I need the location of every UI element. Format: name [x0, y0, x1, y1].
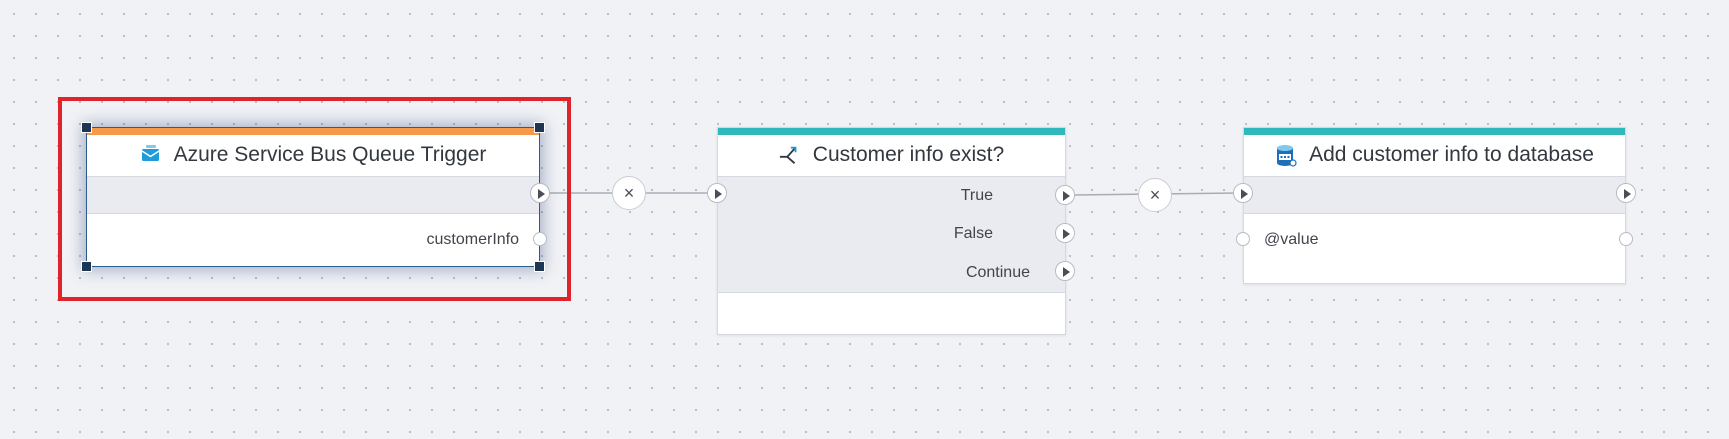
database-node-title: Add customer info to database [1309, 143, 1594, 166]
trigger-node[interactable]: Azure Service Bus Queue Trigger customer… [86, 127, 540, 267]
resize-handle-bottom-right[interactable] [534, 261, 545, 272]
sql-database-icon [1275, 144, 1297, 167]
trigger-flow-out-port[interactable] [530, 183, 550, 203]
database-input-label: @value [1264, 231, 1319, 248]
condition-branches-band [718, 176, 1065, 293]
branch-true-port[interactable] [1055, 185, 1075, 205]
remove-connection-button[interactable]: × [1138, 178, 1172, 212]
resize-handle-bottom-left[interactable] [81, 261, 92, 272]
database-node-header: Add customer info to database [1244, 136, 1625, 174]
database-flow-in-port[interactable] [1233, 183, 1253, 203]
database-flow-band [1244, 176, 1625, 214]
resize-handle-top-left[interactable] [81, 122, 92, 133]
branch-false-label: False [953, 225, 993, 242]
condition-node[interactable]: Customer info exist? True False Continue [717, 127, 1066, 335]
database-node[interactable]: Add customer info to database @value [1243, 127, 1626, 284]
database-accent-bar [1244, 128, 1625, 135]
condition-node-title: Customer info exist? [812, 143, 1005, 166]
trigger-flow-band [87, 176, 539, 214]
database-input-port[interactable] [1236, 232, 1250, 246]
resize-handle-top-right[interactable] [534, 122, 545, 133]
branch-icon [779, 144, 801, 166]
service-bus-icon [140, 144, 162, 166]
branch-continue-port[interactable] [1055, 261, 1075, 281]
condition-flow-in-port[interactable] [707, 183, 727, 203]
trigger-node-header: Azure Service Bus Queue Trigger [87, 136, 539, 174]
condition-accent-bar [718, 128, 1065, 135]
trigger-output-label: customerInfo [426, 231, 519, 248]
database-flow-out-port[interactable] [1616, 183, 1636, 203]
database-output-port[interactable] [1619, 232, 1633, 246]
branch-continue-label: Continue [965, 264, 1030, 281]
trigger-output-port[interactable] [533, 232, 547, 246]
trigger-accent-bar [87, 128, 539, 135]
trigger-node-title: Azure Service Bus Queue Trigger [173, 143, 487, 166]
branch-false-port[interactable] [1055, 223, 1075, 243]
branch-true-label: True [960, 187, 993, 204]
remove-connection-button[interactable]: × [612, 176, 646, 210]
selection-frame [58, 97, 571, 301]
condition-node-header: Customer info exist? [718, 136, 1065, 174]
